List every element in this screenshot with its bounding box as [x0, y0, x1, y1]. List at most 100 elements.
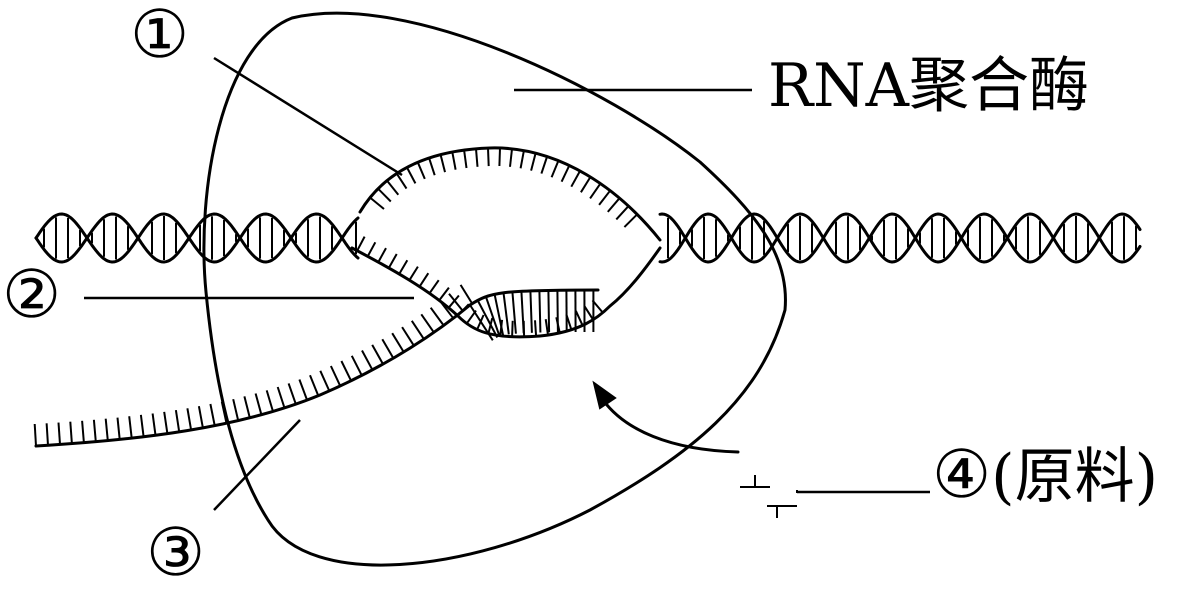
- base-tick: [416, 161, 426, 180]
- base-tick: [381, 338, 395, 359]
- base-tick: [511, 320, 514, 337]
- base-tick: [386, 179, 400, 196]
- base-tick: [151, 413, 157, 436]
- label-2: ②: [2, 256, 62, 333]
- base-tick: [163, 411, 169, 434]
- base-tick: [540, 156, 549, 174]
- rna-strand-ticks: [33, 284, 595, 447]
- raw-material-text: 原料: [1014, 442, 1135, 512]
- base-tick: [377, 247, 387, 263]
- base-tick: [560, 165, 571, 183]
- base-tick: [459, 284, 474, 305]
- base-tick: [408, 266, 419, 281]
- dna-open-strand-top: [358, 146, 662, 242]
- base-tick: [197, 406, 204, 429]
- base-tick: [615, 205, 630, 221]
- base-tick: [475, 148, 479, 167]
- base-tick: [319, 370, 331, 392]
- base-tick: [607, 197, 621, 213]
- base-tick: [401, 326, 415, 347]
- base-tick: [544, 319, 549, 336]
- base-tick: [547, 290, 551, 333]
- base-tick: [502, 292, 510, 335]
- base-tick: [484, 296, 501, 337]
- base-tick: [487, 148, 490, 167]
- base-tick: [398, 259, 409, 275]
- base-tick: [530, 152, 537, 171]
- base-tick: [391, 332, 405, 353]
- base-tick: [243, 396, 251, 419]
- base-tick: [493, 294, 505, 336]
- base-tick: [356, 236, 366, 252]
- leader-line-3: [213, 419, 301, 511]
- base-tick: [574, 310, 584, 326]
- base-tick: [451, 151, 457, 170]
- base-tick: [529, 290, 533, 333]
- base-tick: [232, 398, 240, 421]
- label-1: ①: [130, 0, 190, 73]
- rna-polymerase-label: RNA聚合酶: [768, 51, 1090, 121]
- base-tick: [387, 253, 398, 269]
- base-tick: [447, 294, 460, 309]
- base-tick: [589, 183, 602, 199]
- base-tick: [361, 350, 374, 371]
- base-tick: [33, 423, 37, 447]
- base-tick: [519, 150, 525, 169]
- base-tick: [428, 157, 436, 176]
- base-tick: [377, 187, 392, 203]
- dna-strand-b: [34, 212, 1142, 264]
- label-3: ③: [146, 514, 206, 591]
- free-nucleotide-icon: [740, 475, 798, 518]
- base-tick: [511, 291, 517, 334]
- base-tick: [439, 154, 446, 173]
- base-tick: [476, 299, 499, 338]
- top-strand-ticks: [369, 147, 638, 228]
- base-tick: [186, 408, 193, 431]
- base-tick: [498, 147, 501, 167]
- base-tick: [463, 149, 468, 169]
- base-tick: [520, 291, 525, 334]
- base-tick: [428, 279, 440, 294]
- dna-strand-a: [34, 212, 1142, 264]
- base-tick: [81, 420, 85, 443]
- raw-close-paren: ): [1134, 442, 1159, 512]
- base-tick: [598, 190, 611, 206]
- base-tick: [254, 393, 263, 415]
- base-tick: [287, 383, 297, 405]
- base-tick: [276, 386, 286, 409]
- base-tick: [429, 307, 445, 327]
- label-4: ④: [932, 436, 992, 513]
- dna-helix: [34, 212, 1142, 264]
- base-tick: [298, 379, 309, 401]
- arrow-head-icon: [592, 380, 617, 410]
- base-tick: [438, 286, 450, 302]
- dna-base-pairs: [43, 216, 1137, 260]
- leader-line-1: [213, 56, 403, 177]
- base-tick: [69, 421, 73, 444]
- raw-material-label: ④(原料): [932, 442, 1158, 508]
- base-tick: [420, 313, 435, 333]
- rna-polymerase-outline: [202, 11, 787, 567]
- base-tick: [116, 417, 121, 440]
- base-tick: [45, 423, 49, 446]
- base-tick: [265, 390, 274, 412]
- base-tick: [570, 170, 581, 188]
- base-tick: [550, 160, 560, 178]
- base-tick: [139, 414, 145, 437]
- base-tick: [418, 272, 430, 288]
- base-tick: [395, 173, 408, 190]
- raw-open-paren: (: [991, 442, 1015, 512]
- base-tick: [174, 409, 181, 433]
- base-tick: [350, 355, 363, 376]
- base-tick: [469, 304, 494, 341]
- base-tick: [309, 374, 320, 397]
- base-tick: [406, 167, 417, 184]
- base-tick: [329, 365, 342, 387]
- base-tick: [623, 213, 638, 228]
- base-tick: [556, 290, 559, 333]
- base-tick: [57, 422, 61, 445]
- base-tick: [448, 293, 464, 312]
- dna-template-strand: [350, 246, 662, 339]
- base-tick: [509, 148, 513, 167]
